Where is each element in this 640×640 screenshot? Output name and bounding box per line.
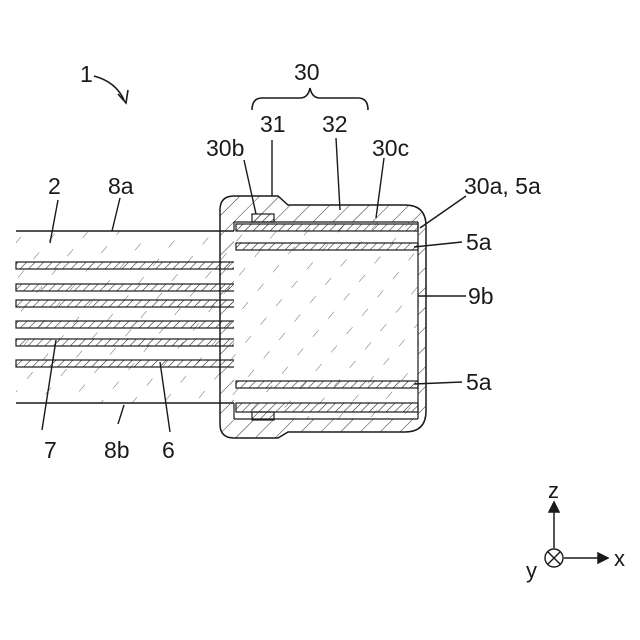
y-axis-into-page-icon bbox=[545, 549, 563, 567]
label-9b: 9b bbox=[468, 283, 494, 309]
label-30: 30 bbox=[294, 59, 320, 85]
label-8b: 8b bbox=[104, 437, 130, 463]
label-30b: 30b bbox=[206, 135, 244, 161]
label-6: 6 bbox=[162, 437, 175, 463]
label-2: 2 bbox=[48, 173, 61, 199]
label-1: 1 bbox=[80, 61, 93, 87]
label-32: 32 bbox=[322, 111, 348, 137]
brace-30 bbox=[252, 88, 368, 110]
label-5a-upper: 5a bbox=[466, 229, 492, 255]
axis-label-z: z bbox=[548, 478, 559, 503]
external-electrode bbox=[220, 196, 426, 438]
label-30a-5a: 30a, 5a bbox=[464, 173, 541, 199]
label-5a-lower: 5a bbox=[466, 369, 492, 395]
axis-label-y: y bbox=[526, 558, 537, 583]
label-31: 31 bbox=[260, 111, 286, 137]
axis-label-x: x bbox=[614, 546, 625, 571]
label-8a: 8a bbox=[108, 173, 134, 199]
label-30c: 30c bbox=[372, 135, 409, 161]
label-7: 7 bbox=[44, 437, 57, 463]
